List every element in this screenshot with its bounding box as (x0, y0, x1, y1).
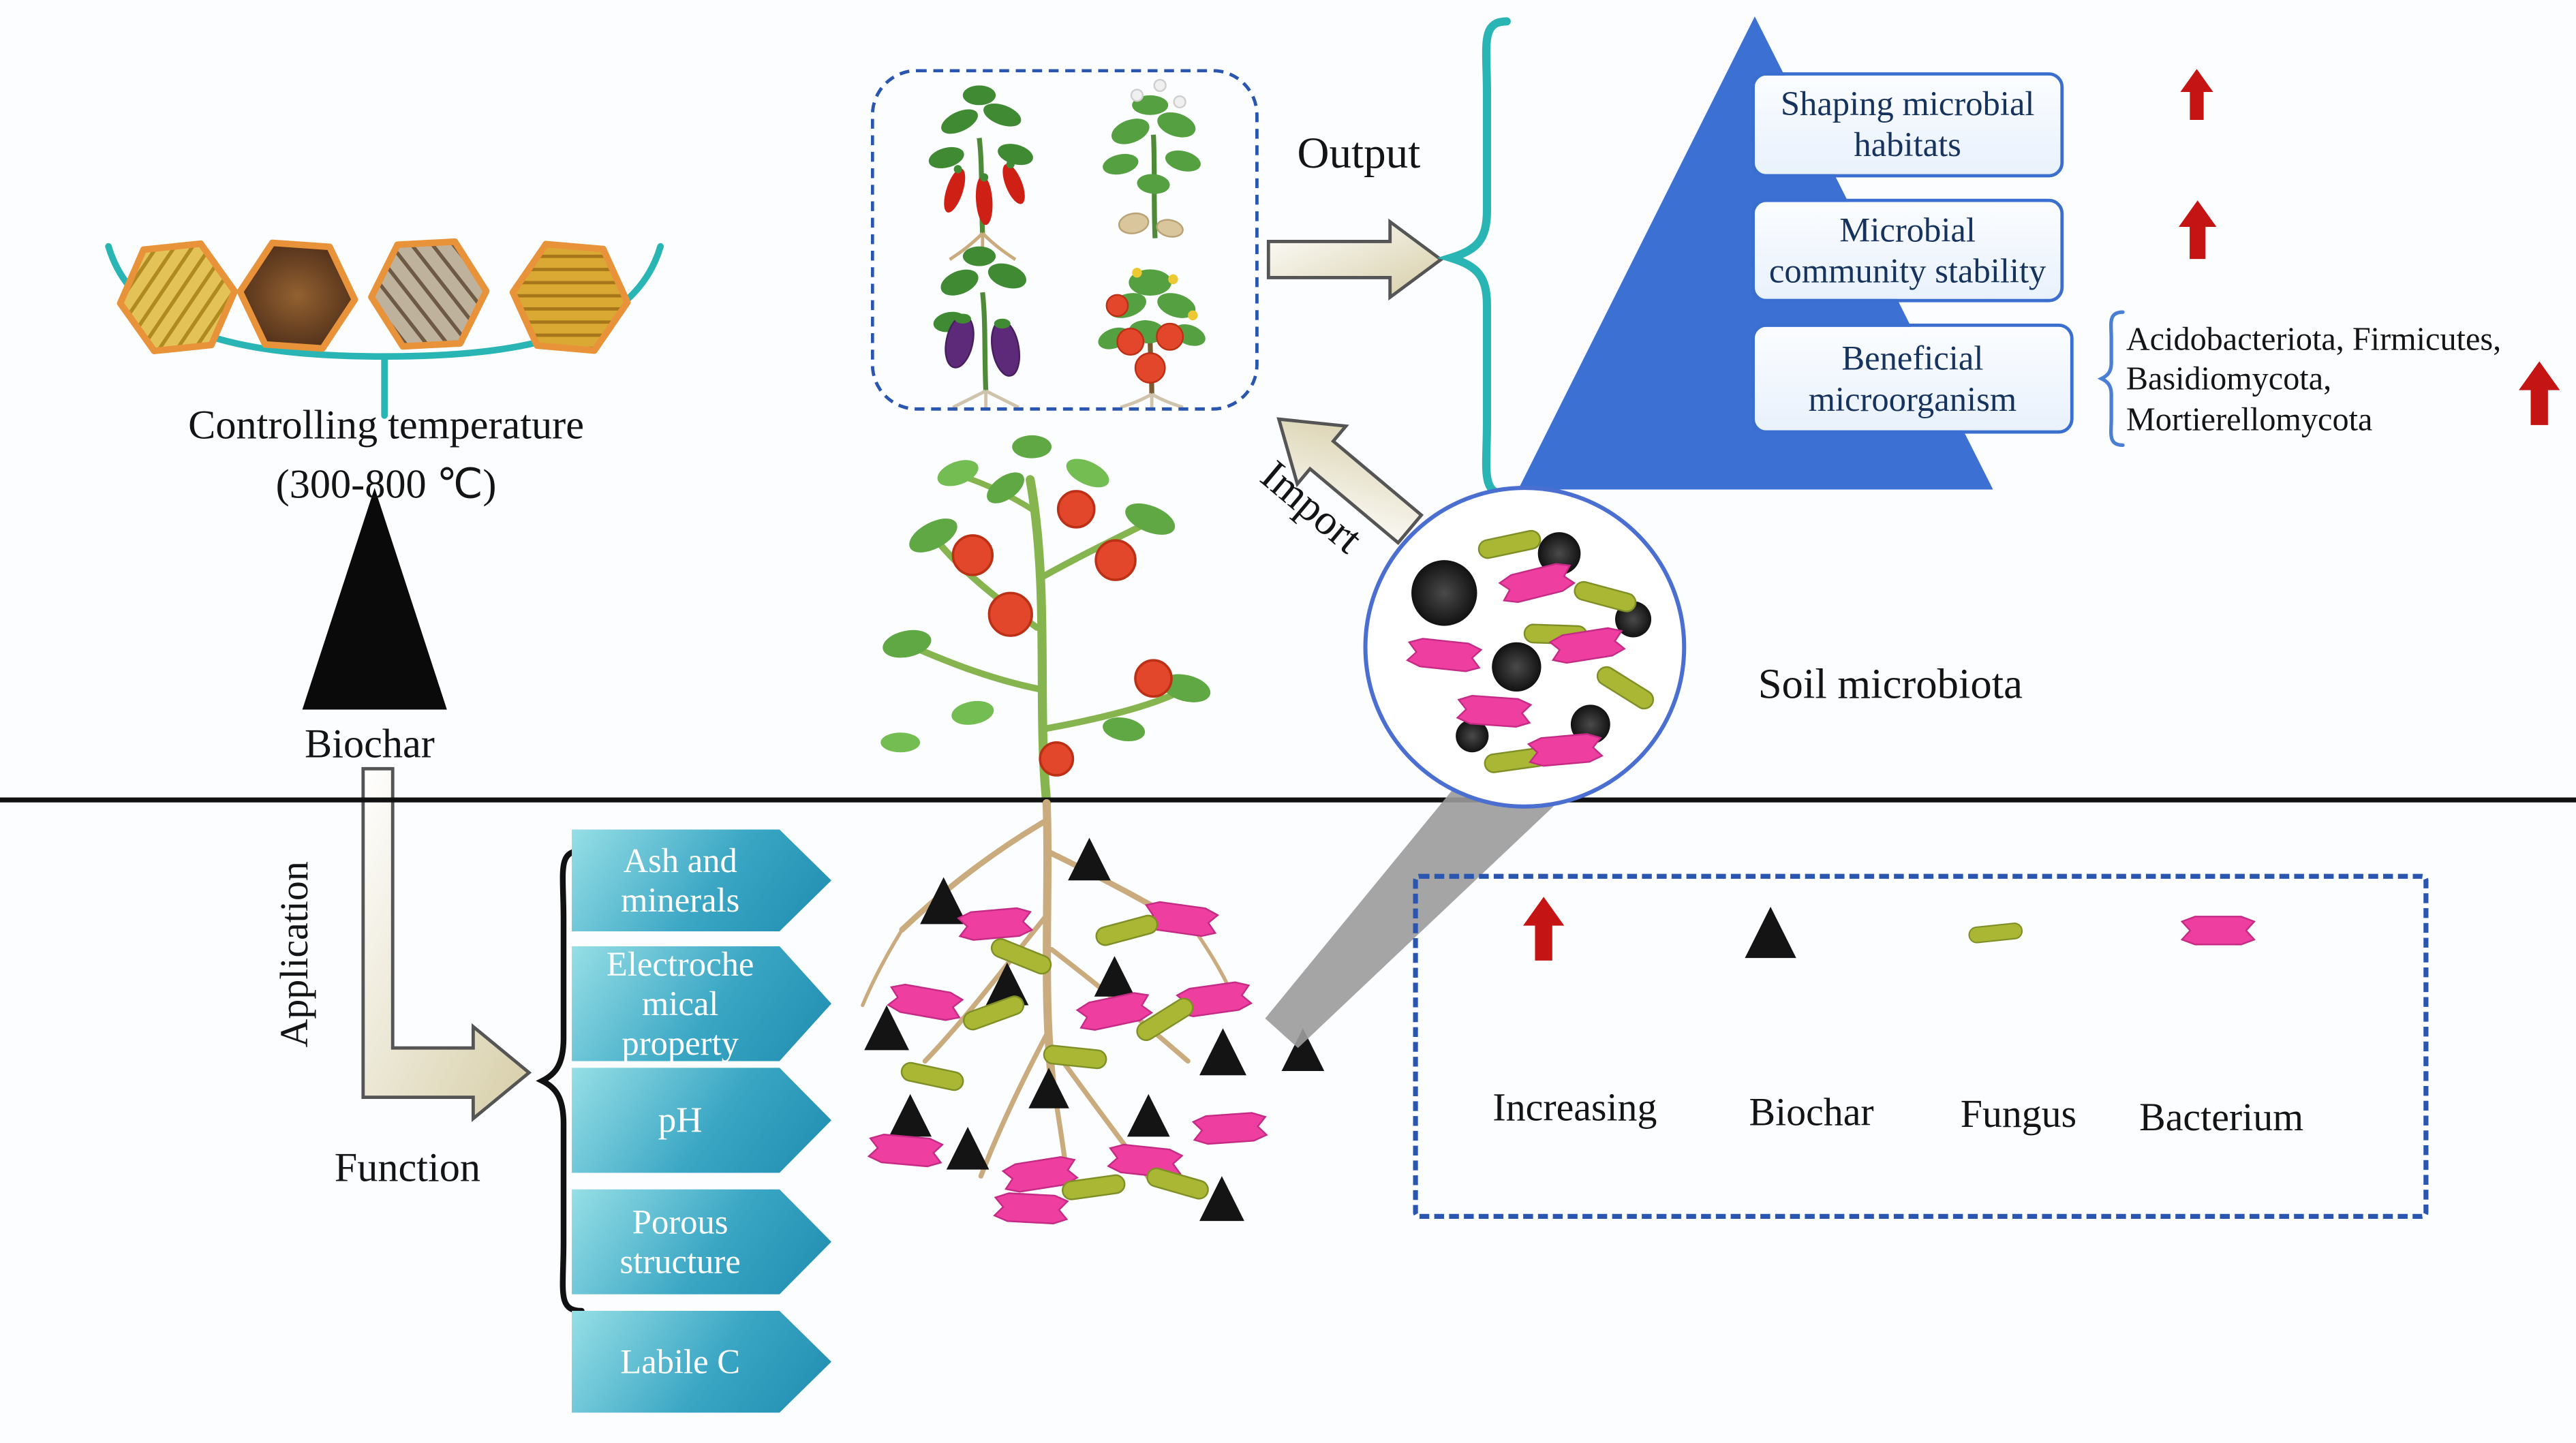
function-electrochemical-property: Electroche mical property (572, 946, 831, 1061)
function-brace (536, 848, 585, 1314)
biochar-triangle-icon (1068, 837, 1111, 881)
import-arrow (1276, 417, 1424, 546)
pepper-plant-icon (928, 85, 1033, 263)
bacterium-ribbon-icon (886, 981, 964, 1023)
bacterium-ribbon-icon (993, 1192, 1069, 1226)
biochar-triangle-icon (1199, 1028, 1246, 1076)
bacterium-ribbon-icon (957, 906, 1034, 942)
pyramid-level-shaping-habitats: Shaping microbial habitats (1751, 72, 2064, 178)
increase-arrow-icon (2180, 69, 2213, 121)
function-label: Function (334, 1146, 481, 1191)
bacterium-ribbon-icon (1456, 694, 1532, 729)
function-ph: pH (572, 1068, 831, 1173)
application-arrow (361, 766, 532, 1122)
function-labile-c: Labile C (572, 1310, 831, 1413)
soil-microbiota-circle (1363, 486, 1687, 809)
increase-arrow-icon (2178, 200, 2217, 260)
biochar-triangle-icon (1028, 1068, 1069, 1108)
tomato-plant-small-icon (1098, 267, 1206, 409)
application-label: Application (274, 861, 318, 1048)
biochar-label: Biochar (305, 722, 435, 767)
pyrolysis-funnel-triangle (302, 488, 447, 710)
pyramid-level-beneficial-microorganism: Beneficial microorganism (1751, 323, 2074, 434)
bacterium-ribbon-icon (1192, 1111, 1268, 1146)
biochar-triangle-icon (1199, 1176, 1244, 1222)
wheat-hexagon-icon (509, 240, 631, 354)
soil-microbiota-label: Soil microbiota (1758, 660, 2023, 709)
pyramid-brace (1437, 17, 1511, 499)
output-label: Output (1297, 128, 1421, 178)
legend-label-bacterium: Bacterium (2139, 1097, 2304, 1141)
straw-hexagon-icon (117, 240, 239, 354)
function-porous-structure: Porous structure (572, 1189, 831, 1294)
legend-label-increasing: Increasing (1492, 1087, 1657, 1130)
pyramid-level-community-stability: Microbial community stability (1751, 198, 2064, 302)
branches-hexagon-icon (368, 238, 490, 350)
bacterium-ribbon-icon (868, 1132, 944, 1168)
taxa-brace (2097, 310, 2125, 448)
increase-arrow-icon (2519, 361, 2560, 425)
fungus-rod-icon (899, 1060, 966, 1093)
magnifier-cone (1265, 764, 1571, 1049)
feedstock-hexagons (117, 238, 631, 354)
biochar-triangle-icon (889, 1093, 932, 1137)
temperature-range-label: (300-800 ℃) (275, 463, 497, 508)
output-arrow (1266, 218, 1444, 301)
biochar-triangle-icon (1126, 1093, 1170, 1137)
biochar-triangle-icon (1094, 956, 1135, 997)
biochar-triangle-icon (946, 1126, 990, 1170)
manure-soil-hexagon-icon (236, 239, 358, 352)
legend-label-biochar: Biochar (1749, 1092, 1874, 1136)
function-ash-minerals: Ash and minerals (572, 829, 831, 932)
eggplant-plant-icon (933, 246, 1026, 409)
beneficial-taxa-list: Acidobacteriota, Firmicutes, Basidiomyco… (2126, 322, 2502, 439)
fungus-rod-icon (1093, 912, 1161, 948)
controlling-temperature-label: Controlling temperature (188, 404, 584, 449)
crop-production-box (870, 69, 1259, 411)
tomato-plant-icon (880, 435, 1211, 807)
potato-plant-icon (1103, 78, 1201, 238)
legend-box (1413, 873, 2429, 1219)
legend-label-fungus: Fungus (1960, 1093, 2077, 1137)
